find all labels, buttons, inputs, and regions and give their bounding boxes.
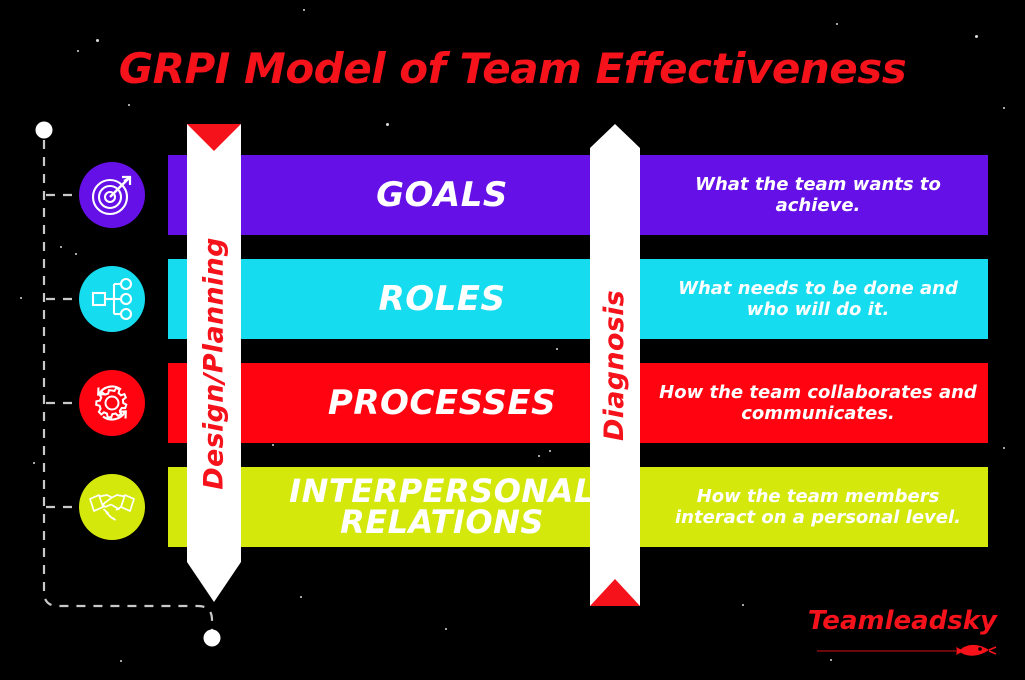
org-chart-icon [89, 276, 135, 322]
design-planning-label-wrap: Design/Planning [187, 124, 241, 602]
row-title: INTERPERSONAL RELATIONS [289, 471, 595, 541]
row-interpersonal-relations[interactable]: INTERPERSONAL RELATIONS How the team mem… [168, 467, 988, 547]
diagnosis-label: Diagnosis [599, 289, 631, 441]
star-dot [300, 596, 302, 598]
icon-badge-goals[interactable] [79, 162, 145, 228]
row-title: ROLES [378, 278, 506, 319]
star-dot [1003, 447, 1005, 449]
row-title: PROCESSES [327, 382, 557, 423]
star-dot [445, 628, 447, 630]
page-title: GRPI Model of Team Effectiveness [118, 44, 907, 93]
icon-badge-processes[interactable] [79, 370, 145, 436]
row-description: What the team wants to achieve. [695, 173, 941, 216]
row-band [168, 363, 988, 443]
row-description: How the team members interact on a perso… [675, 485, 961, 528]
row-description: How the team collaborates and communicat… [659, 381, 977, 424]
star-dot [549, 450, 551, 452]
star-dot [20, 297, 22, 299]
star-dot [538, 455, 540, 457]
design-planning-arrow[interactable]: Design/Planning [187, 124, 241, 602]
star-dot [128, 104, 130, 106]
row-roles[interactable]: ROLES What needs to be done and who will… [168, 259, 988, 339]
row-band [168, 155, 988, 235]
diagnosis-label-wrap: Diagnosis [590, 124, 640, 606]
row-description: What needs to be done and who will do it… [678, 277, 958, 320]
rocket-icon [817, 644, 997, 656]
star-dot [33, 462, 35, 464]
diagnosis-arrow-shape [590, 124, 640, 606]
brand-logo[interactable]: Teamleadsky [807, 606, 997, 658]
gear-cycle-icon [88, 379, 136, 427]
star-dot [386, 123, 389, 126]
star-dot [75, 253, 77, 255]
star-dot [96, 39, 99, 42]
row-goals[interactable]: GOALS What the team wants to achieve. [168, 155, 988, 235]
star-dot [659, 63, 661, 65]
design-planning-label: Design/Planning [198, 236, 230, 490]
star-dot [830, 659, 832, 661]
star-dot [836, 23, 838, 25]
star-dot [120, 660, 122, 662]
star-dot [60, 246, 62, 248]
row-processes[interactable]: PROCESSES How the team collaborates and … [168, 363, 988, 443]
star-dot [272, 444, 274, 446]
star-dot [1003, 107, 1005, 109]
row-title: GOALS [376, 174, 508, 215]
star-dot [303, 9, 305, 11]
handshake-icon [88, 485, 136, 529]
star-dot [77, 50, 79, 52]
row-band [168, 259, 988, 339]
star-dot [975, 35, 978, 38]
diagnosis-arrow[interactable]: Diagnosis [590, 124, 640, 606]
row-band [168, 467, 988, 547]
target-arrow-icon [89, 172, 135, 218]
icon-badge-roles[interactable] [79, 266, 145, 332]
brand-logo-text: Teamleadsky [807, 606, 997, 636]
icon-badge-interpersonal-relations[interactable] [79, 474, 145, 540]
design-planning-arrow-shape [187, 124, 241, 602]
star-dot [556, 348, 558, 350]
star-dot [742, 604, 744, 606]
